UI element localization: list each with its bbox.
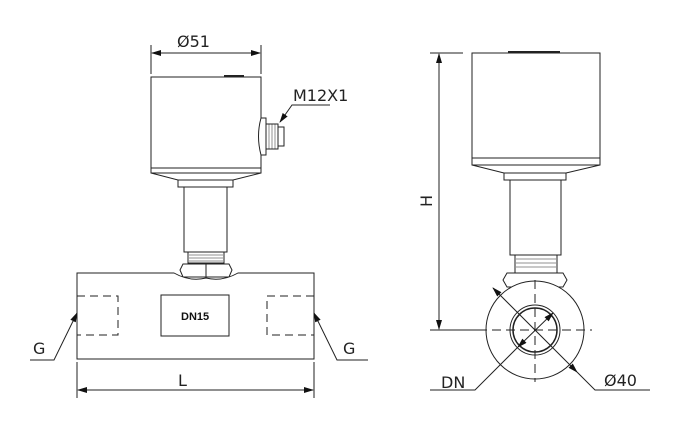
front-view (30, 45, 368, 398)
height-label: H (417, 195, 436, 207)
side-view (430, 51, 650, 391)
diameter-40-label: Ø40 (604, 371, 637, 390)
port-left-label: G (33, 339, 45, 358)
sensor-stem (183, 186, 228, 253)
sensor-head-side (471, 52, 601, 166)
diameter-51-label: Ø51 (177, 32, 210, 51)
thread (187, 251, 225, 264)
pipe-body (76, 272, 315, 360)
port-right-label: G (343, 339, 355, 358)
bore-label: DN (441, 373, 465, 392)
connector-label: M12X1 (293, 86, 348, 105)
dn15-nameplate (160, 294, 230, 337)
length-label: L (178, 371, 187, 390)
right-port-hidden (266, 295, 314, 336)
left-port-hidden (77, 295, 119, 336)
sensor-head (150, 76, 262, 174)
dn15-label: DN15 (181, 311, 209, 323)
